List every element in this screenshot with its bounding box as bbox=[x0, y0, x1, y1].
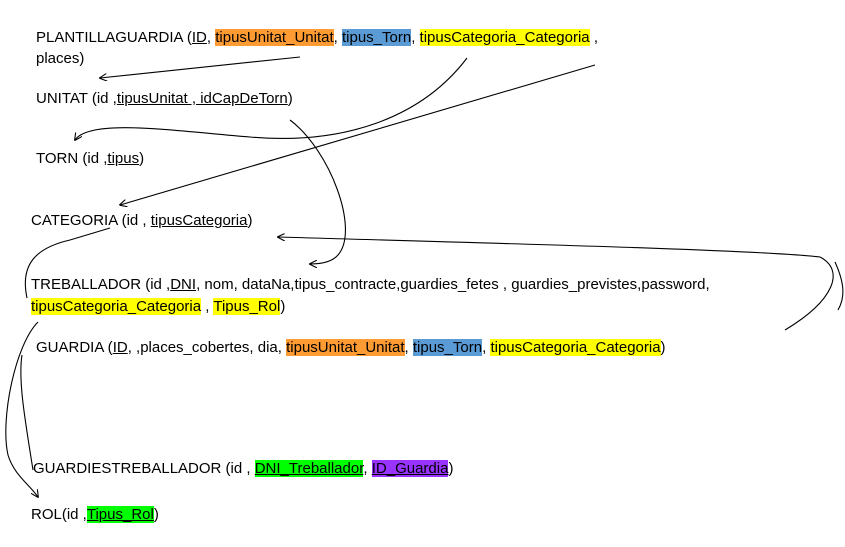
foreign-key-treballador: DNI_Treballador bbox=[254, 460, 364, 477]
foreign-key-categoria: tipusCategoria_Categoria bbox=[419, 29, 590, 46]
arrow-unitat-treballador bbox=[289, 119, 346, 264]
table-name: TORN (id , bbox=[36, 150, 108, 167]
torn-table: TORN (id ,tipus) bbox=[36, 150, 145, 167]
arrow-guardia-treballador bbox=[834, 261, 844, 311]
primary-key: tipus bbox=[107, 150, 140, 167]
foreign-key-rol: Tipus_Rol bbox=[213, 298, 281, 315]
foreign-key-categoria: tipusCategoria_Categoria bbox=[490, 339, 661, 356]
arrow-guardia-categoria bbox=[278, 237, 834, 331]
foreign-key-categoria: tipusCategoria_Categoria bbox=[31, 298, 202, 315]
arrow-guardiestreballador-link bbox=[20, 354, 34, 471]
treballador-table: TREBALLADOR (id ,DNI, nom, dataNa,tipus_… bbox=[31, 276, 710, 293]
arrow-treballador-rol bbox=[5, 321, 38, 497]
foreign-key-guardia: ID_Guardia bbox=[371, 460, 449, 477]
primary-key: ID bbox=[112, 339, 128, 356]
primary-key: tipusUnitat , idCapDeTorn bbox=[116, 90, 288, 107]
foreign-key-unitat: tipusUnitat_Unitat bbox=[215, 29, 334, 46]
arrow-plantilla-categoria bbox=[120, 64, 596, 205]
foreign-key-torn: tipus_Torn bbox=[412, 339, 483, 356]
table-name: CATEGORIA (id , bbox=[31, 212, 151, 229]
plantillaguardia-table-line2: places) bbox=[36, 50, 85, 67]
foreign-key-unitat: tipusUnitat_Unitat bbox=[286, 339, 405, 356]
primary-key: ID bbox=[191, 29, 207, 46]
foreign-key-torn: tipus_Torn bbox=[341, 29, 412, 46]
primary-key: Tipus_Rol bbox=[86, 506, 154, 523]
unitat-table: UNITAT (id ,tipusUnitat , idCapDeTorn) bbox=[36, 90, 293, 107]
categoria-table: CATEGORIA (id , tipusCategoria) bbox=[31, 212, 253, 229]
table-name: ROL(id , bbox=[31, 506, 87, 523]
primary-key: tipusCategoria bbox=[150, 212, 248, 229]
plantillaguardia-table: PLANTILLAGUARDIA (ID, tipusUnitat_Unitat… bbox=[36, 29, 598, 46]
table-name: PLANTILLAGUARDIA bbox=[36, 29, 183, 46]
primary-key: DNI bbox=[170, 276, 197, 293]
arrow-plantilla-unitat bbox=[100, 56, 301, 78]
rol-table: ROL(id ,Tipus_Rol) bbox=[31, 506, 159, 523]
guardiestreballador-table: GUARDIESTREBALLADOR (id , DNI_Treballado… bbox=[33, 460, 454, 477]
table-name: UNITAT (id , bbox=[36, 90, 117, 107]
table-name: GUARDIA ( bbox=[36, 339, 113, 356]
table-name: TREBALLADOR (id , bbox=[31, 276, 171, 293]
treballador-table-line2: tipusCategoria_Categoria , Tipus_Rol) bbox=[31, 298, 286, 315]
arrow-plantilla-torn bbox=[75, 57, 468, 140]
arrow-treballador-categoria bbox=[24, 227, 111, 299]
guardia-table: GUARDIA (ID, ,places_cobertes, dia, tipu… bbox=[36, 339, 666, 356]
table-name: GUARDIESTREBALLADOR (id , bbox=[33, 460, 255, 477]
